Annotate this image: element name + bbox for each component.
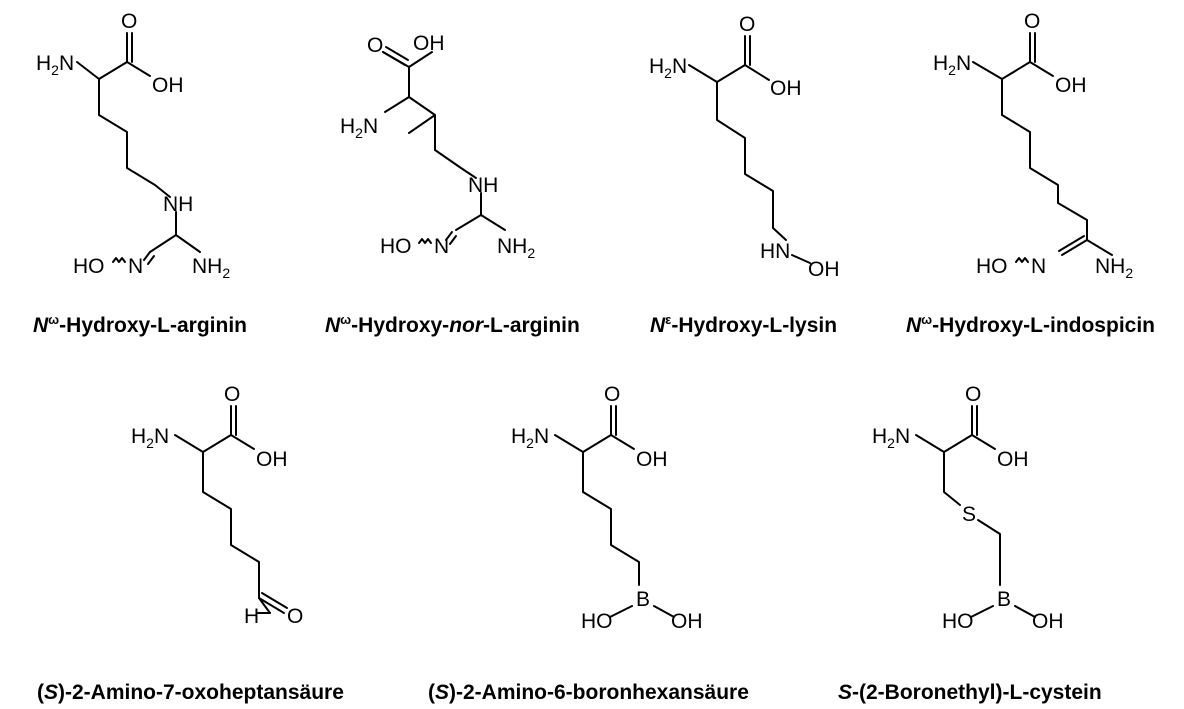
structure-hydroxy-indospicin: H2N O OH HO N NH2	[933, 10, 1133, 281]
atom-sulfur: S	[962, 503, 976, 526]
atom-nh: NH	[163, 193, 193, 216]
atom-nh2: NH2	[1095, 255, 1133, 281]
atom-oh: OH	[997, 448, 1029, 471]
atom-carbonyl-o: O	[367, 34, 383, 57]
caption-amino-boronhexansaeure: (S)-2-Amino-6-boronhexansäure	[428, 681, 749, 704]
atom-oh: OH	[256, 448, 288, 471]
atom-h2n: H2N	[131, 425, 169, 451]
atom-nh2: NH2	[192, 255, 230, 281]
caption-amino-oxoheptansaeure: (S)-2-Amino-7-oxoheptansäure	[37, 681, 344, 704]
atom-nh2: NH2	[497, 235, 535, 261]
atom-ho: HO	[976, 255, 1008, 278]
atom-boron: B	[636, 588, 650, 611]
structure-boronethyl-cystein: H2N O OH S B HO OH	[872, 383, 1064, 633]
atom-boron: B	[997, 588, 1011, 611]
atom-n-imine: N	[128, 255, 143, 278]
atom-carbonyl-o: O	[604, 383, 620, 406]
atom-ho: HO	[380, 235, 412, 258]
atom-oh: OH	[152, 74, 184, 97]
atom-ho: HO	[942, 610, 974, 633]
atom-aldehyde-h: H	[244, 605, 259, 628]
atom-carbonyl-o: O	[739, 13, 755, 36]
atom-oh: OH	[1055, 74, 1087, 97]
atom-aldehyde-o: O	[287, 605, 303, 628]
caption-hydroxy-lysin: Nε-Hydroxy-L-lysin	[650, 312, 838, 337]
atom-h2n: H2N	[649, 55, 687, 81]
atom-carbonyl-o: O	[965, 383, 981, 406]
atom-h2n: H2N	[36, 52, 74, 78]
atom-boron-oh: OH	[1032, 610, 1064, 633]
atom-h2n: H2N	[933, 52, 971, 78]
atom-boron-oh: OH	[671, 610, 703, 633]
atom-oh: OH	[636, 448, 668, 471]
atom-carbonyl-o: O	[1024, 10, 1040, 33]
atom-carbonyl-o: O	[224, 383, 240, 406]
atom-nh: NH	[468, 174, 498, 197]
atom-ho: HO	[581, 610, 613, 633]
structure-hydroxy-nor-arginin: O OH H2N NH HO N NH2	[340, 32, 535, 261]
atom-hn: HN	[760, 240, 790, 263]
atom-ho: HO	[73, 255, 105, 278]
atom-hydroxyl-oh: OH	[808, 258, 840, 281]
atom-h2n: H2N	[872, 425, 910, 451]
caption-hydroxy-arginin: Nω-Hydroxy-L-arginin	[33, 312, 247, 337]
atom-oh: OH	[770, 77, 802, 100]
atom-oh: OH	[413, 32, 445, 55]
atom-carbonyl-o: O	[121, 10, 137, 33]
caption-hydroxy-nor-arginin: Nω-Hydroxy-nor-L-arginin	[325, 312, 580, 337]
caption-boronethyl-cystein: S-(2-Boronethyl)-L-cystein	[838, 681, 1102, 704]
structure-hydroxy-lysin: H2N O OH HN OH	[649, 13, 840, 281]
structure-hydroxy-arginin: H2N O OH NH HO N NH2	[36, 10, 230, 281]
caption-hydroxy-indospicin: Nω-Hydroxy-L-indospicin	[906, 312, 1155, 337]
structure-amino-oxoheptansaeure: H2N O OH H O	[131, 383, 303, 628]
atom-h2n: H2N	[511, 425, 549, 451]
atom-n-imine: N	[1031, 255, 1046, 278]
atom-h2n: H2N	[340, 115, 378, 141]
atom-n-imine: N	[434, 235, 449, 258]
structure-amino-boronhexansaeure: H2N O OH B HO OH	[511, 383, 703, 633]
